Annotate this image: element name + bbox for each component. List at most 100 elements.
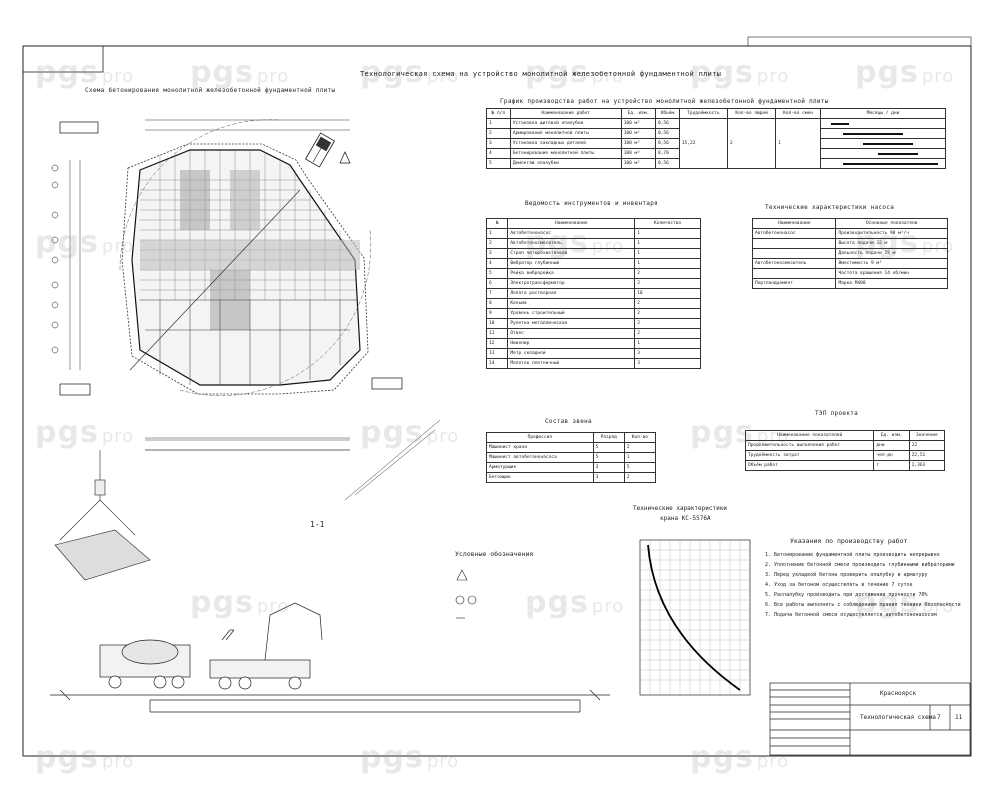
table-cell: 0,56 xyxy=(654,128,680,139)
column-header: Месяцы / дни xyxy=(820,108,946,119)
table-cell: 1 xyxy=(634,238,701,249)
gantt-cell xyxy=(820,128,946,139)
table-cell: 22,51 xyxy=(908,450,946,461)
table-cell xyxy=(751,268,837,279)
table-cell: 3 xyxy=(634,358,701,369)
table-cell: 0,70 xyxy=(654,148,680,159)
table-cell: 11 xyxy=(485,328,509,339)
table-cell: 8 xyxy=(485,298,509,309)
table-cell: 2 xyxy=(634,278,701,289)
column-header: Кол-во смен xyxy=(775,108,821,119)
table-cell: дни xyxy=(873,440,910,451)
table-cell: т xyxy=(873,460,910,471)
table-cell: Рейка виброрейка xyxy=(507,268,636,279)
table-cell: 7 xyxy=(485,288,509,299)
table-cell: 100 м³ xyxy=(620,148,656,159)
note-line: 2. Уплотнение бетонной смеси производить… xyxy=(765,562,955,568)
table-row: Высота подачи 32 м xyxy=(751,238,948,249)
section-1-1-drawing xyxy=(50,602,610,713)
table-cell: 5 xyxy=(623,462,657,473)
column-header: Разряд xyxy=(592,432,625,443)
column-header: Объём xyxy=(654,108,680,119)
gantt-cell xyxy=(820,158,946,169)
column-header: Наименование xyxy=(751,218,837,229)
table-cell: Строп четырёхветвевой xyxy=(507,248,636,259)
table-cell: 0,56 xyxy=(654,138,680,149)
stamp-sheet-total: 11 xyxy=(955,714,963,721)
table-cell xyxy=(751,238,837,249)
stamp-city: Красноярск xyxy=(880,690,917,697)
dimension-lines xyxy=(145,437,350,451)
table-cell: 0,56 xyxy=(654,158,680,169)
table-cell: Установка щитовой опалубки xyxy=(509,118,622,129)
title-block xyxy=(769,682,971,756)
legend-title: Условные обозначения xyxy=(455,550,534,558)
table-header-row: № Наименование Количество xyxy=(485,218,701,229)
table-cell: 2,363 xyxy=(908,460,946,471)
table-cell: Демонтаж опалубки xyxy=(509,158,622,169)
table-row: Дальность подачи 28 м xyxy=(751,248,948,259)
table-cell: Армирование монолитной плиты xyxy=(509,128,622,139)
table-cell: 3 xyxy=(592,472,625,483)
table-cell: Арматурщик xyxy=(486,462,594,473)
table-cell: 1 xyxy=(634,258,701,269)
table-cell: Кельма xyxy=(507,298,636,309)
table-cell: Установка закладных деталей xyxy=(509,138,622,149)
stamp-sheet-title: Технологическая схема xyxy=(860,714,936,721)
table-cell: Продолжительность выполнения работ xyxy=(744,440,875,451)
table-cell: Электротрансформатор xyxy=(507,278,636,289)
column-header: Наименование показателей xyxy=(744,430,875,441)
table-cell: Марка М400 xyxy=(835,278,948,289)
table-cell: Уровень строительный xyxy=(507,308,636,319)
column-header: № п/п xyxy=(486,108,511,119)
table-cell: Бетонщик xyxy=(486,472,594,483)
table-cell: Нивелир xyxy=(507,338,636,349)
notes-list: 1. Бетонирование фундаментной плиты прои… xyxy=(765,552,965,618)
column-header: Количество xyxy=(634,218,701,229)
table-cell: Объём работ xyxy=(744,460,875,471)
table-cell: 15,22 xyxy=(678,118,729,169)
table-cell: Трудоёмкость затрат xyxy=(744,450,875,461)
table-cell: 5 xyxy=(485,268,509,279)
table-cell: Автобетононасос xyxy=(751,228,837,239)
table-cell: 3 xyxy=(634,348,701,359)
table-row: Частота вращения 14 об/мин xyxy=(751,268,948,279)
table-cell: Высота подачи 32 м xyxy=(835,238,948,249)
section-label: 1-1 xyxy=(310,520,325,529)
table-cell: 100 м² xyxy=(620,118,656,129)
table-cell: 2 xyxy=(634,268,701,279)
table-cell: 14 xyxy=(485,358,509,369)
gantt-cell xyxy=(820,118,946,129)
table-cell: 3 xyxy=(592,462,625,473)
column-header: Значение xyxy=(908,430,946,441)
schedule-title: График производства работ на устройство … xyxy=(500,98,829,105)
table-cell: 2 xyxy=(623,442,657,453)
diagonal-axis-detail xyxy=(344,419,441,501)
gantt-cell xyxy=(820,138,946,149)
crane-subtitle: крана КС-5576А xyxy=(660,515,711,522)
table-cell: Рулетка металлическая xyxy=(507,318,636,329)
table-cell: Производительность 90 м³/ч xyxy=(835,228,948,239)
note-line: 1. Бетонирование фундаментной плиты прои… xyxy=(765,552,940,558)
table-cell: 5 xyxy=(592,452,625,463)
table-cell: 100 м² xyxy=(620,158,656,169)
table-cell: Лопата растворная xyxy=(507,288,636,299)
table-cell: 13 xyxy=(485,348,509,359)
table-cell: 0,56 xyxy=(654,118,680,129)
